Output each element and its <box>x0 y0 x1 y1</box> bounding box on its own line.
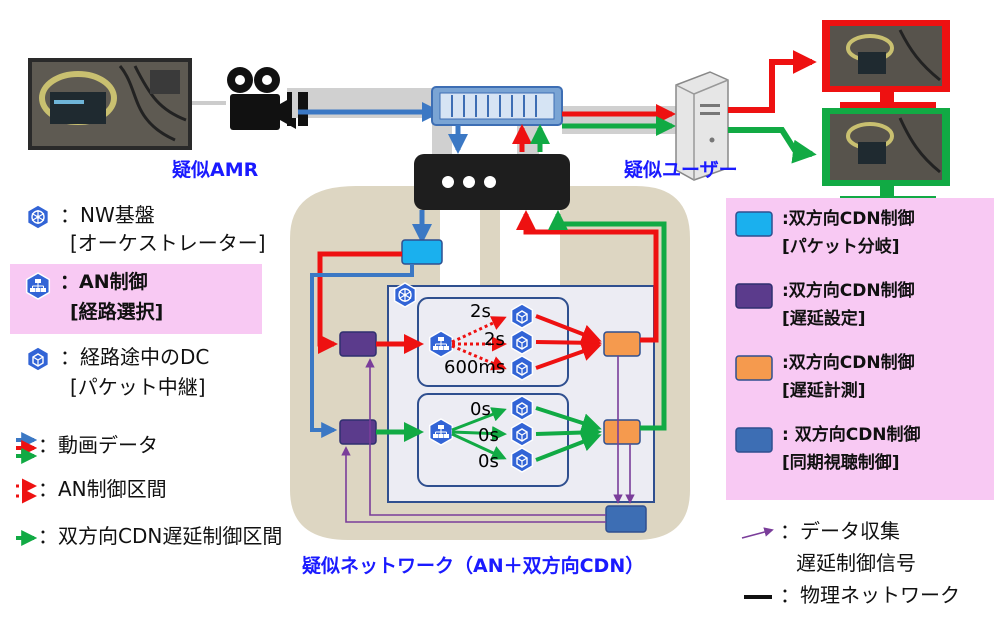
monitor-green <box>822 108 950 204</box>
delay-green-mid: 0s <box>478 425 499 446</box>
legend-sync-swatch <box>735 427 773 453</box>
video-camera-icon <box>227 67 296 130</box>
an-svc-icon-green <box>428 418 454 446</box>
legend-delay-measure-2: [遅延計測] <box>782 381 866 401</box>
pod-icon-green-2 <box>510 421 534 447</box>
legend-dc-1: ：経路途中のDC <box>60 345 210 369</box>
legend-nw-base-1: ：NW基盤 <box>60 203 155 227</box>
legend-svc-icon <box>25 272 51 300</box>
an-svc-icon-red <box>428 330 454 358</box>
legend-physical: ：物理ネットワーク <box>780 583 960 607</box>
legend-an-section-arrows <box>16 478 37 504</box>
legend-data-collect-1: ：データ収集 <box>780 519 900 543</box>
pod-icon-green-3 <box>510 447 534 473</box>
legend-delay-measure-swatch <box>735 355 773 381</box>
legend-cdn-section: ：双方向CDN遅延制御区間 <box>38 524 283 548</box>
pod-to-measure-green <box>535 406 602 462</box>
data-collection-lines <box>341 356 635 523</box>
delay-measure-box-red <box>603 331 641 357</box>
pod-icon-green-1 <box>510 395 534 421</box>
network-label: 疑似ネットワーク（AN＋双方向CDN） <box>302 555 645 577</box>
monitor-red <box>822 20 950 110</box>
delay-red-bot: 600ms <box>444 357 506 378</box>
legend-pod-icon <box>26 346 50 372</box>
legend-sync-2: [同期視聴制御] <box>782 453 900 473</box>
packet-branch-box <box>401 239 443 265</box>
legend-delay-measure-1: :双方向CDN制御 <box>782 353 915 373</box>
pod-icon-red-3 <box>510 355 534 381</box>
legend-an-ctrl-2: [経路選択] <box>70 301 164 323</box>
pod-icon-red-1 <box>510 303 534 329</box>
legend-sync-1: : 双方向CDN制御 <box>782 425 921 445</box>
pod-to-measure-red <box>535 314 602 370</box>
amr-label: 疑似AMR <box>172 159 259 181</box>
user-label: 疑似ユーザー <box>624 159 738 181</box>
delay-red-mid: 2s <box>484 329 505 350</box>
legend-branch-2: [パケット分岐] <box>782 237 900 257</box>
sync-control-box <box>605 505 647 533</box>
delay-measure-box-green <box>603 419 641 445</box>
legend-data-collect-arrow <box>741 527 774 539</box>
orchestrator-k8s-icon <box>393 282 417 308</box>
router <box>414 154 570 210</box>
legend-dc-2: [パケット中継] <box>70 375 206 399</box>
server-icon <box>675 71 729 181</box>
pod-icon-red-2 <box>510 329 534 355</box>
legend-an-section: ：AN制御区間 <box>38 477 167 501</box>
an-dotted-paths-red <box>451 316 507 371</box>
amr-camera-feed <box>28 58 192 150</box>
legend-nw-base-2: [オーケストレーター] <box>70 231 266 255</box>
legend-delay-set-1: :双方向CDN制御 <box>782 281 915 301</box>
legend-branch-swatch <box>735 211 773 237</box>
legend-delay-set-2: [遅延設定] <box>782 309 866 329</box>
legend-physical-line <box>744 595 772 599</box>
network-switch <box>431 86 563 126</box>
legend-data-collect-2: 遅延制御信号 <box>796 551 916 575</box>
an-paths-green <box>451 407 507 460</box>
legend-an-highlight <box>10 264 262 334</box>
legend-branch-1: :双方向CDN制御 <box>782 209 915 229</box>
legend-video: ：動画データ <box>38 433 158 457</box>
legend-video-arrows <box>16 432 38 464</box>
delay-green-bot: 0s <box>478 451 499 472</box>
legend-an-ctrl-1: ：AN制御 <box>60 271 148 293</box>
legend-k8s-icon <box>26 204 50 230</box>
delay-setting-box-red <box>339 331 377 357</box>
delay-green-top: 0s <box>470 399 491 420</box>
delay-red-top: 2s <box>470 301 491 322</box>
legend-delay-set-swatch <box>735 283 773 309</box>
